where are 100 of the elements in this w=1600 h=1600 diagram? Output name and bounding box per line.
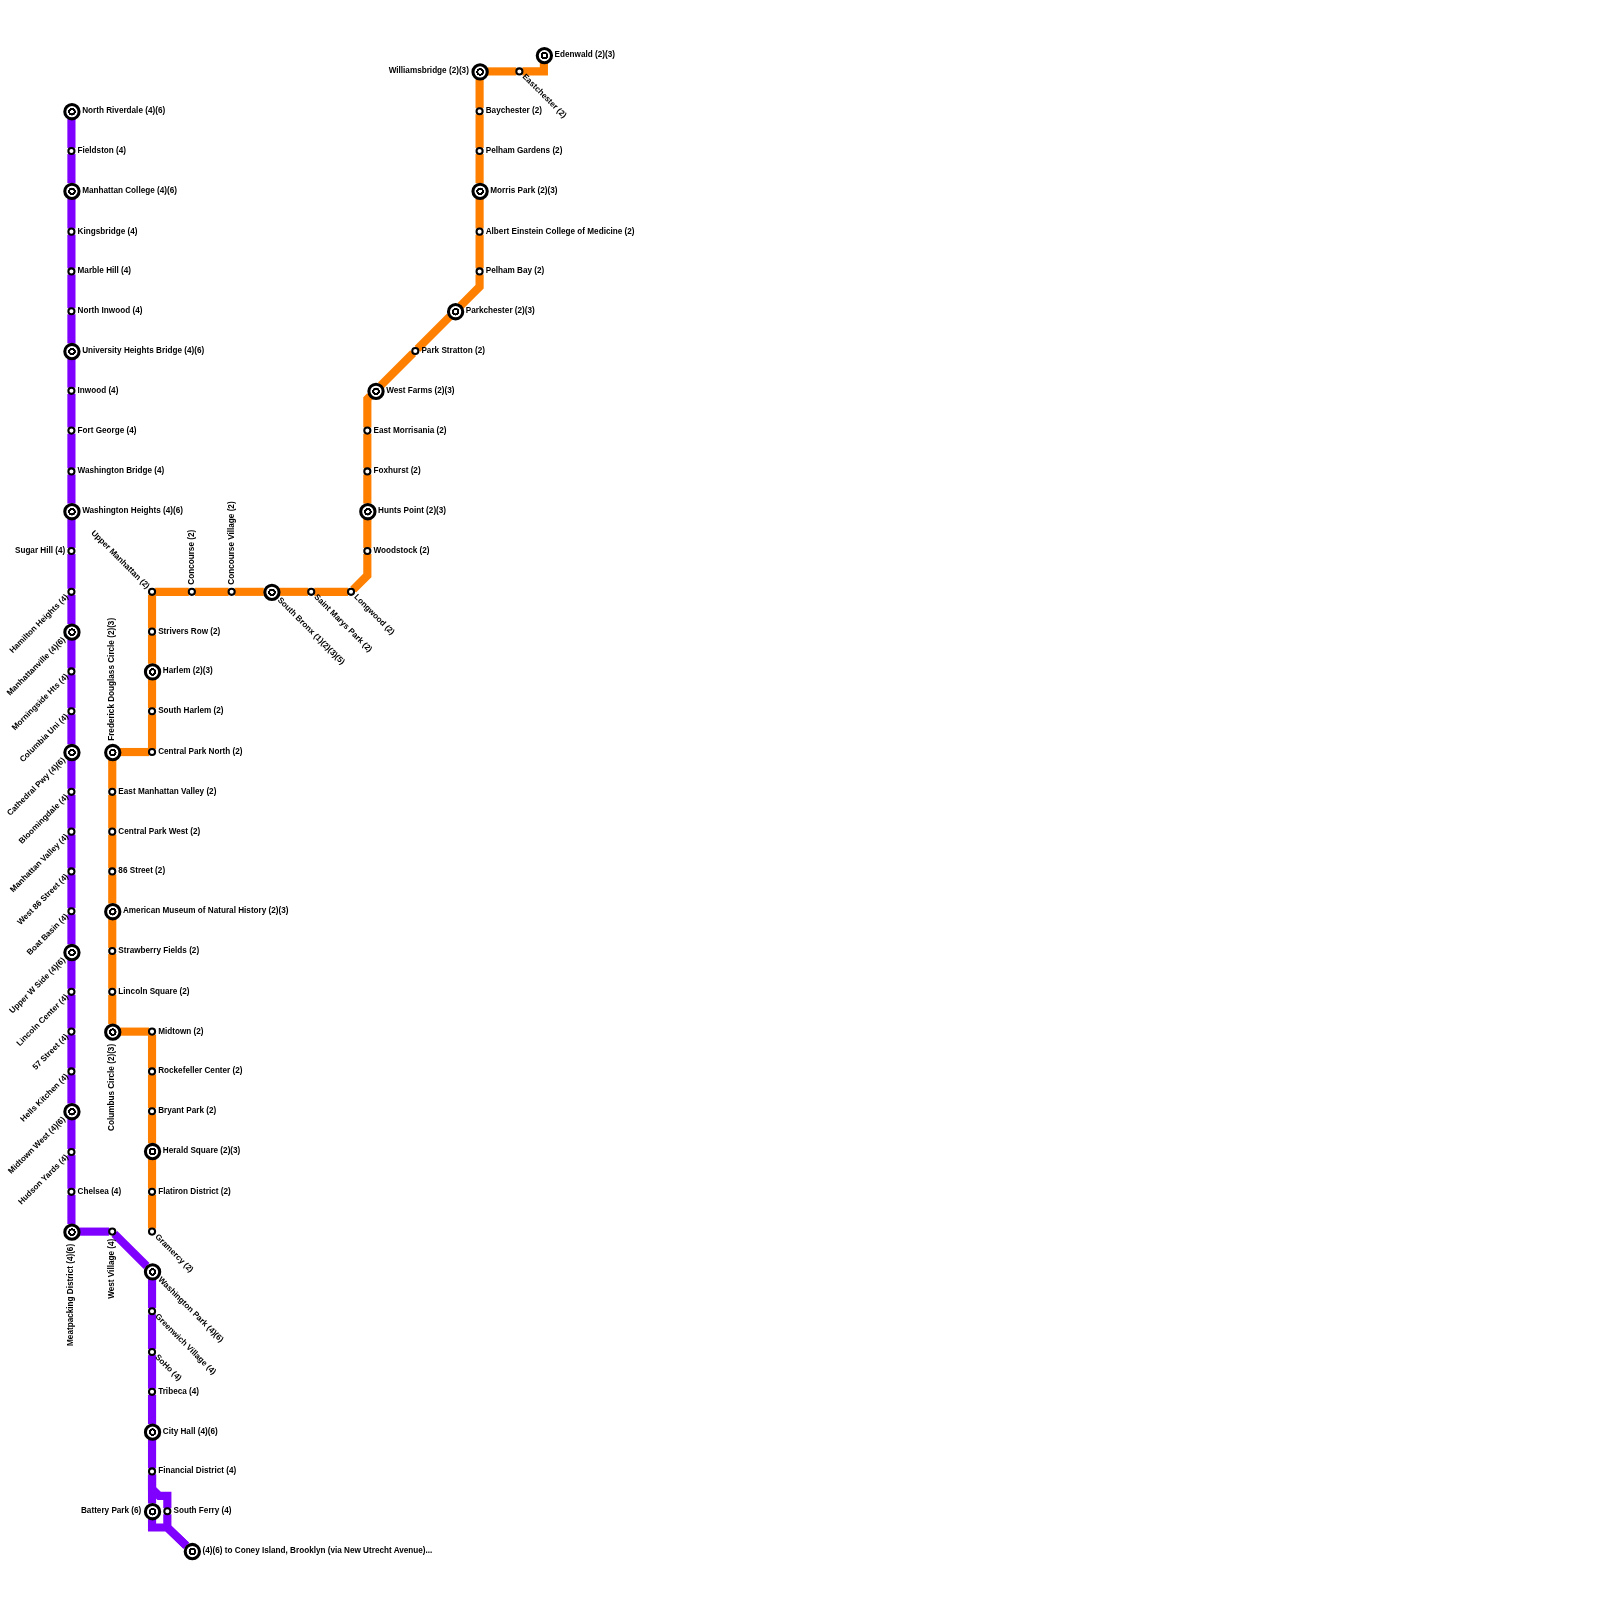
station-marker (475, 227, 484, 236)
station-name: Tribeca (4) (158, 1386, 199, 1397)
station-marker (147, 1067, 157, 1076)
interchange-station-marker (358, 502, 376, 520)
station-name: Flatiron District (2) (158, 1186, 231, 1197)
route-line (67, 959, 76, 989)
station-name: Foxhurst (2) (373, 466, 421, 477)
route-line (67, 234, 76, 269)
station-name: North Riverdale (4)(6) (82, 106, 166, 117)
route-line (67, 1034, 76, 1069)
station-marker (147, 1347, 157, 1357)
route-line (67, 914, 76, 945)
station-name: Lincoln Square (2) (118, 986, 190, 997)
station-marker (147, 1187, 157, 1196)
route-line (67, 759, 76, 789)
station-marker (363, 426, 372, 435)
station-marker (411, 346, 420, 356)
station-name: 86 Street (2) (118, 866, 166, 877)
station-marker (147, 1467, 157, 1476)
route-line (67, 994, 76, 1029)
route-line (67, 1194, 76, 1224)
route-line (147, 594, 157, 629)
station-marker (147, 1387, 157, 1396)
station-name: University Heights Bridge (4)(6) (82, 345, 205, 357)
route-line (67, 118, 76, 148)
route-line (108, 954, 117, 989)
station-name: Albert Einstein College of Medicine (2) (485, 226, 635, 237)
interchange-station-marker (535, 46, 553, 64)
station-name: Inwood (4) (77, 385, 119, 396)
station-marker (147, 707, 157, 716)
route-line (147, 1034, 157, 1069)
station-marker (108, 1227, 117, 1236)
station-name: Pelham Gardens (2) (485, 145, 563, 157)
route-line (194, 587, 229, 596)
station-name: Parkchester (2)(3) (465, 306, 535, 317)
station-marker (108, 946, 117, 956)
route-line (147, 1114, 157, 1144)
route-line (67, 154, 76, 184)
station-name: Financial District (4) (158, 1466, 237, 1477)
station-name: Rockefeller Center (2) (158, 1066, 243, 1077)
station-name: Manhattan College (4)(6) (82, 185, 177, 196)
interchange-station-marker (470, 182, 489, 200)
route-line (108, 794, 117, 829)
route-line (147, 1074, 157, 1109)
station-marker (67, 867, 76, 876)
station-marker (67, 1067, 76, 1076)
station-name: Edenwald (2)(3) (554, 50, 615, 61)
station-name: Sugar Hill (4) (14, 545, 66, 557)
station-name: Pelham Bay (2) (485, 266, 545, 277)
interchange-station-marker (103, 743, 121, 761)
station-marker (67, 426, 76, 435)
route-line (67, 554, 76, 589)
station-name: Concourse Village (2) (226, 501, 237, 585)
interchange-station-marker (183, 1542, 201, 1560)
station-marker (147, 1307, 157, 1316)
station-marker (475, 146, 484, 156)
station-marker (67, 307, 76, 316)
interchange-station-marker (143, 1262, 161, 1281)
station-name: Morris Park (2)(3) (490, 185, 558, 196)
station-name: Park Stratton (2) (421, 345, 485, 357)
route-line (108, 834, 117, 869)
route-line (314, 587, 348, 596)
station-name: South Harlem (2) (158, 706, 224, 717)
route-line (67, 518, 76, 548)
interchange-station-marker (143, 1502, 161, 1520)
station-marker (67, 1027, 76, 1036)
station-marker (67, 587, 76, 596)
station-marker (67, 787, 76, 796)
interchange-station-marker (143, 1422, 161, 1441)
interchange-station-marker (62, 502, 81, 520)
station-name: Concourse (2) (186, 529, 197, 585)
route-line (378, 350, 417, 389)
station-marker (227, 587, 236, 596)
station-name: North Inwood (4) (77, 306, 143, 317)
station-marker (346, 587, 356, 596)
station-marker (363, 546, 372, 556)
station-marker (147, 627, 157, 636)
station-name: Frederick Douglass Circle (2)(3) (107, 617, 118, 741)
route-line (67, 198, 76, 229)
route-line (475, 198, 484, 229)
station-name: Washington Heights (4)(6) (82, 506, 183, 517)
station-marker (163, 1507, 172, 1516)
station-name: Central Park North (2) (158, 746, 243, 758)
interchange-station-marker (103, 1022, 121, 1041)
station-marker (67, 467, 76, 476)
station-marker (147, 1107, 157, 1116)
station-name: Chelsea (4) (77, 1186, 122, 1197)
station-marker (475, 107, 484, 116)
station-name: Williamsbridge (2)(3) (388, 66, 469, 77)
route-line (147, 1394, 157, 1424)
station-marker (147, 1027, 157, 1036)
station-name: Fieldston (4) (77, 145, 127, 157)
route-line (67, 834, 76, 869)
station-name: Kingsbridge (4) (77, 226, 138, 237)
interchange-station-marker (62, 182, 81, 200)
interchange-station-marker (143, 662, 161, 681)
station-name: Battery Park (6) (81, 1506, 142, 1517)
route-line (67, 1074, 76, 1104)
station-name: (4)(6) to Coney Island, Brooklyn (via New Utrecht Avenue)... (202, 1545, 433, 1557)
route-line (111, 1230, 150, 1269)
